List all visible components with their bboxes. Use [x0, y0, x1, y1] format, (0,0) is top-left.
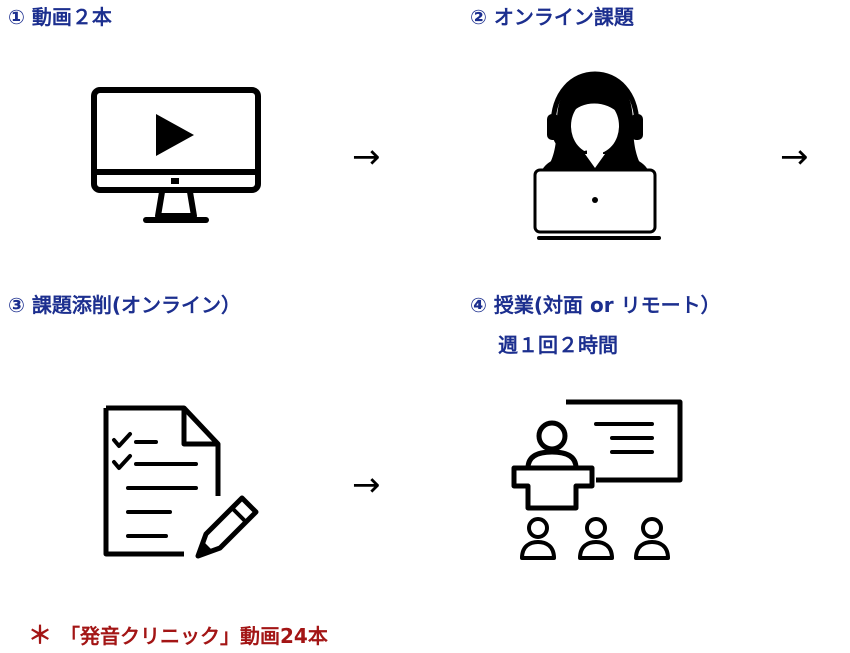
online-learner-icon — [527, 70, 667, 250]
asterisk-mark: ＊ — [28, 621, 52, 649]
pronunciation-clinic-note: ＊ 「発音クリニック」動画24本 — [28, 622, 328, 649]
video-monitor-icon — [90, 86, 262, 232]
step-4-title: ④ 授業(対面 or リモート） — [470, 293, 721, 317]
arrow-1-to-2: → — [352, 137, 381, 177]
document-edit-icon — [100, 404, 260, 568]
classroom-icon — [500, 398, 686, 572]
step-1-title: ① 動画２本 — [8, 5, 112, 29]
step-3-title: ③ 課題添削(オンライン） — [8, 293, 242, 317]
step-2-title: ② オンライン課題 — [470, 5, 634, 29]
note-text: 「発音クリニック」動画24本 — [60, 624, 328, 648]
step-4-subtitle: 週１回２時間 — [498, 333, 618, 357]
arrow-2-to-3: → — [780, 137, 809, 177]
arrow-3-to-4: → — [352, 465, 381, 505]
